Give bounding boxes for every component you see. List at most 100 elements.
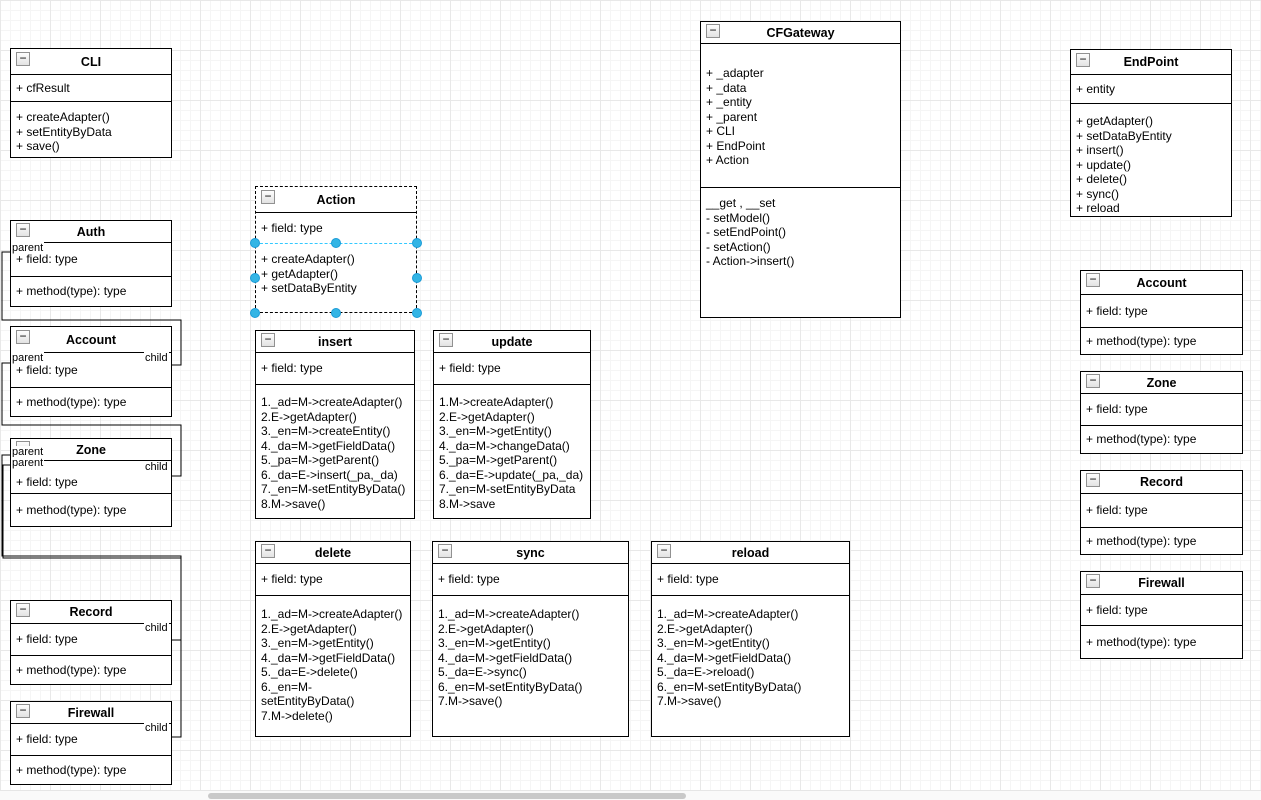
class-box-delete[interactable]: − delete + field: type 1._ad=M->createAd… (255, 541, 411, 737)
collapse-icon[interactable]: − (1086, 273, 1100, 287)
method-line: + delete() (1076, 172, 1128, 186)
edge-label-child[interactable]: child (144, 461, 169, 473)
collapse-icon[interactable]: − (16, 704, 30, 718)
field-line: + field: type (1086, 402, 1148, 417)
edge-label-parent[interactable]: parent (11, 457, 45, 469)
fields-compartment: + field: type (11, 461, 171, 494)
step-line: 4._da=M->getFieldData() (261, 438, 396, 453)
fields-compartment: + cfResult (11, 75, 171, 102)
edge-record-child-to-zone-parent[interactable] (1, 454, 182, 641)
class-box-reload[interactable]: − reload + field: type 1._ad=M->createAd… (651, 541, 850, 737)
collapse-icon[interactable]: − (439, 333, 453, 347)
selection-handle-sw[interactable] (250, 308, 260, 318)
edge-firewall-child-to-zone-parent[interactable] (2, 464, 182, 738)
selection-handle-nw[interactable] (250, 238, 260, 248)
class-title: Action (316, 192, 356, 207)
class-header: − CFGateway (701, 22, 900, 44)
collapse-icon[interactable]: − (1086, 473, 1100, 487)
field-line: + _adapter (706, 66, 764, 80)
field-line: + CLI (706, 124, 736, 138)
selection-handle-ne[interactable] (412, 238, 422, 248)
field-line: + _parent (706, 109, 758, 124)
collapse-icon[interactable]: − (438, 544, 452, 558)
collapse-icon[interactable]: − (1086, 374, 1100, 388)
methods-compartment[interactable]: + createAdapter() + getAdapter() + setDa… (256, 244, 416, 312)
collapse-icon[interactable]: − (261, 544, 275, 558)
collapse-icon[interactable]: − (261, 190, 275, 204)
class-box-zone-right[interactable]: − Zone + field: type + method(type): typ… (1080, 371, 1243, 454)
class-header: − Action (256, 187, 416, 213)
step-line: 6._en=M-setEntityByData() (261, 679, 355, 709)
class-box-firewall-right[interactable]: − Firewall + field: type + method(type):… (1080, 571, 1243, 659)
step-line: 7.M->save() (438, 694, 503, 708)
collapse-icon[interactable]: − (1076, 53, 1090, 67)
methods-compartment: + getAdapter() + setDataByEntity + inser… (1071, 104, 1231, 216)
collapse-icon[interactable]: − (261, 333, 275, 347)
class-box-endpoint[interactable]: − EndPoint + entity + getAdapter() + set… (1070, 49, 1232, 217)
class-title: Zone (1146, 375, 1177, 390)
fields-compartment: + field: type (1081, 394, 1242, 426)
class-box-record-left[interactable]: − Record + field: type + method(type): t… (10, 600, 172, 685)
edge-zone-child-to-account-parent[interactable] (1, 362, 182, 477)
class-title: CLI (80, 54, 102, 69)
selection-handle-se[interactable] (412, 308, 422, 318)
class-box-cli[interactable]: − CLI + cfResult + createAdapter() + set… (10, 48, 172, 158)
class-box-insert[interactable]: − insert + field: type 1._ad=M->createAd… (255, 330, 415, 519)
method-line: + save() (16, 139, 60, 153)
class-box-auth[interactable]: − Auth + field: type + method(type): typ… (10, 220, 172, 307)
horizontal-scrollbar-thumb[interactable] (208, 793, 686, 799)
edge-label-parent[interactable]: parent (11, 446, 45, 458)
methods-compartment: 1._ad=M->createAdapter() 2.E->getAdapter… (433, 596, 628, 736)
selection-handle-s[interactable] (331, 308, 341, 318)
step-line: 6._da=E->update(_pa,_da) (439, 467, 584, 482)
edge-label-parent[interactable]: parent (11, 242, 45, 254)
field-line: + field: type (1086, 602, 1148, 617)
field-line: + entity (1076, 81, 1116, 96)
fields-compartment: + field: type (1081, 494, 1242, 528)
selection-handle-n[interactable] (331, 238, 341, 248)
class-box-firewall-left[interactable]: − Firewall + field: type + method(type):… (10, 701, 172, 785)
field-line: + field: type (1086, 503, 1148, 518)
edge-label-child[interactable]: child (144, 352, 169, 364)
methods-compartment: + method(type): type (11, 277, 171, 306)
edge-label-parent[interactable]: parent (11, 352, 45, 364)
selection-handle-w[interactable] (250, 273, 260, 283)
class-box-account-right[interactable]: − Account + field: type + method(type): … (1080, 270, 1243, 355)
collapse-icon[interactable]: − (16, 330, 30, 344)
horizontal-scrollbar-track[interactable] (0, 790, 1261, 800)
fields-compartment: + field: type (434, 353, 590, 385)
edge-account-child-to-auth-parent[interactable] (1, 251, 182, 366)
field-line: + Action (706, 153, 750, 167)
collapse-icon[interactable]: − (657, 544, 671, 558)
collapse-icon[interactable]: − (16, 223, 30, 237)
fields-compartment: + field: type (11, 353, 171, 388)
step-line: 4._da=M->getFieldData() (438, 650, 573, 665)
step-line: 5._da=E->sync() (438, 665, 527, 679)
collapse-icon[interactable]: − (706, 24, 720, 38)
method-line: - Action->insert() (706, 254, 795, 268)
method-line: - setModel() (706, 210, 771, 225)
fields-compartment: + field: type (652, 564, 849, 596)
fields-compartment: + field: type (256, 353, 414, 385)
class-header: − insert (256, 331, 414, 353)
collapse-icon[interactable]: − (16, 603, 30, 617)
step-line: 1.M->createAdapter() (439, 395, 554, 409)
class-box-cfgateway[interactable]: − CFGateway + _adapter + _data + _entity… (700, 21, 901, 318)
selection-handle-e[interactable] (412, 273, 422, 283)
step-line: 8.M->save (439, 496, 496, 511)
collapse-icon[interactable]: − (1086, 574, 1100, 588)
edge-label-child[interactable]: child (144, 622, 169, 634)
class-box-account-left[interactable]: − Account + field: type + method(type): … (10, 326, 172, 417)
edge-label-child[interactable]: child (144, 722, 169, 734)
method-line: + setDataByEntity (1076, 128, 1172, 143)
field-line: + field: type (261, 221, 323, 236)
class-box-record-right[interactable]: − Record + field: type + method(type): t… (1080, 470, 1243, 555)
method-line: + method(type): type (1086, 333, 1197, 348)
class-title: insert (317, 334, 353, 349)
class-box-action[interactable]: − Action + field: type + createAdapter()… (255, 186, 417, 313)
class-box-sync[interactable]: − sync + field: type 1._ad=M->createAdap… (432, 541, 629, 737)
collapse-icon[interactable]: − (16, 52, 30, 66)
method-line: + getAdapter() (1076, 114, 1154, 128)
class-box-update[interactable]: − update + field: type 1.M->createAdapte… (433, 330, 591, 519)
